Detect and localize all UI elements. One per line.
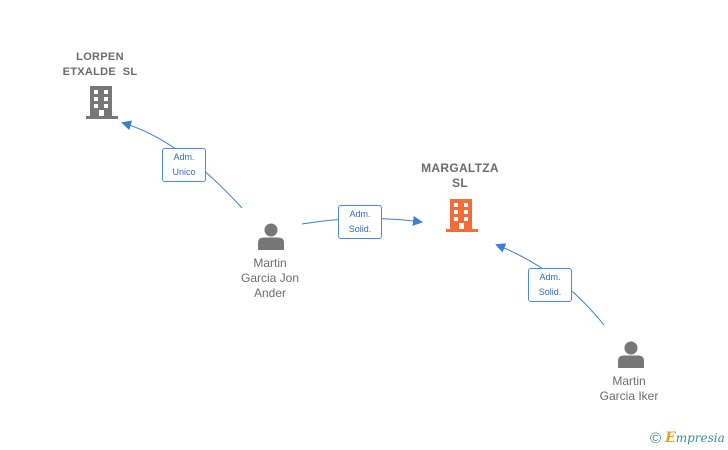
person-icon[interactable] xyxy=(617,340,645,368)
edge-label-line: Solid. xyxy=(538,287,562,297)
person-name-line: Martin xyxy=(253,256,287,270)
edge-label-line: Unico xyxy=(172,167,196,177)
edge-label-line: Solid. xyxy=(348,224,372,234)
company-lorpen-label[interactable]: LORPEN ETXALDE SL xyxy=(50,50,150,80)
company-name-line: LORPEN xyxy=(76,51,124,63)
building-icon[interactable] xyxy=(86,84,118,120)
person-name-line: Martin xyxy=(612,374,646,388)
brand-name: mpresia xyxy=(675,431,725,445)
edge-label-line: Adm. xyxy=(539,272,561,282)
empresia-logo[interactable]: Empresia xyxy=(665,430,725,446)
company-name-line: SL xyxy=(452,176,468,190)
building-icon[interactable] xyxy=(446,197,478,233)
company-name-line: ETXALDE SL xyxy=(62,66,138,78)
brand-initial: E xyxy=(665,430,676,446)
copyright-symbol: © xyxy=(650,429,662,447)
brand-footer: © Empresia xyxy=(650,428,725,448)
edge-label-adm-unico[interactable]: Adm. Unico xyxy=(162,148,206,182)
person-name-line: Garcia Iker xyxy=(599,389,659,403)
edge-label-adm-solid[interactable]: Adm. Solid. xyxy=(528,268,572,302)
person-name-line: Ander xyxy=(253,286,287,300)
edge-label-adm-solid[interactable]: Adm. Solid. xyxy=(338,205,382,239)
person-iker-label[interactable]: Martin Garcia Iker xyxy=(579,374,679,404)
company-name-line: MARGALTZA xyxy=(421,161,499,175)
person-name-line: Garcia Jon xyxy=(240,271,300,285)
edge-label-line: Adm. xyxy=(349,209,371,219)
edge-label-line: Adm. xyxy=(173,152,195,162)
person-jon-label[interactable]: Martin Garcia Jon Ander xyxy=(220,256,320,301)
company-margaltza-label[interactable]: MARGALTZA SL xyxy=(410,161,510,191)
person-icon[interactable] xyxy=(257,222,285,250)
